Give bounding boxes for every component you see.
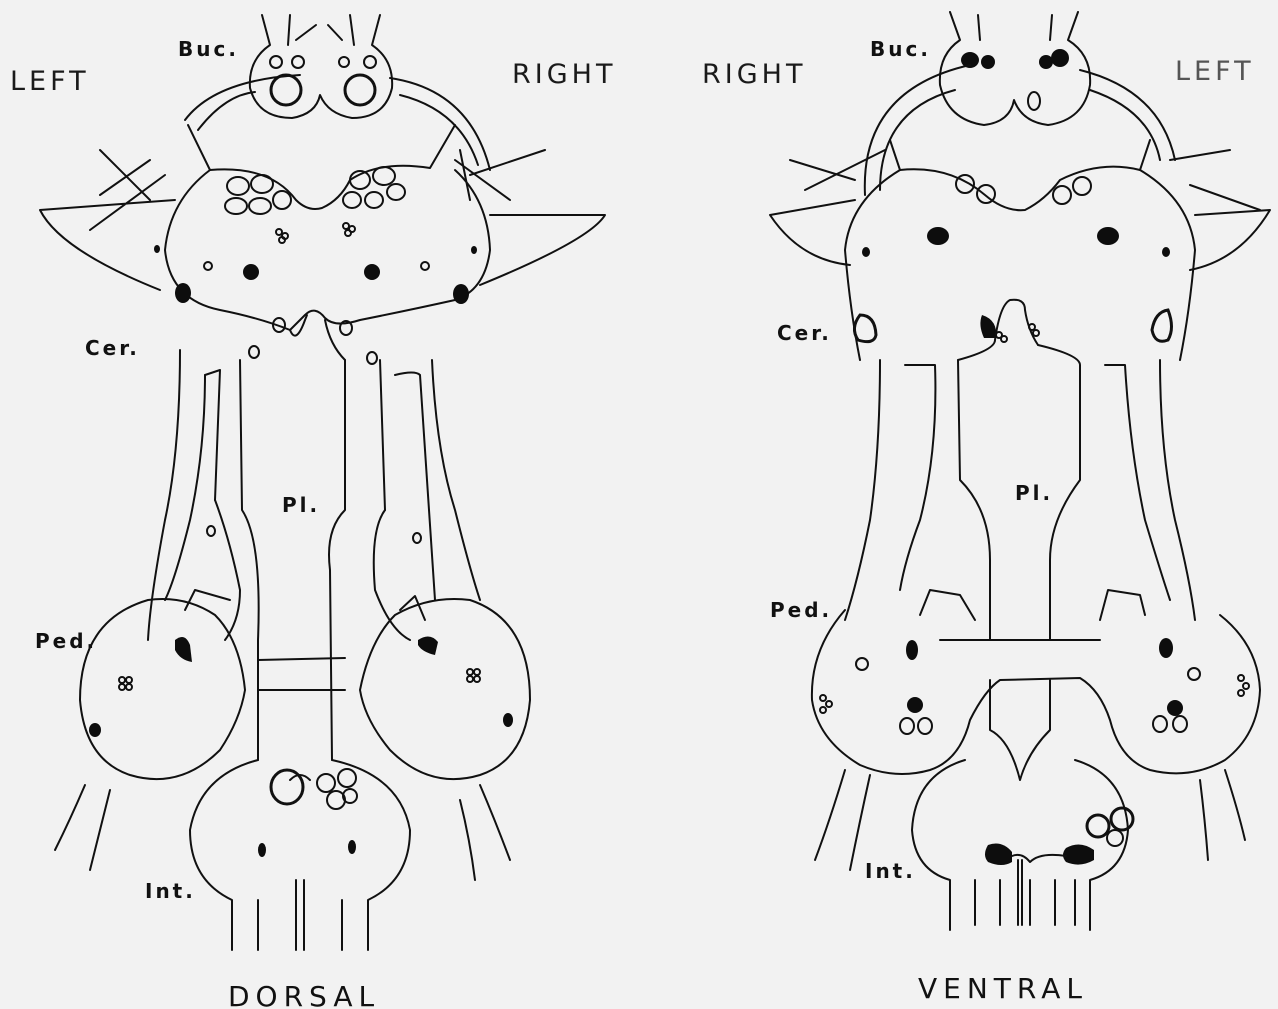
dorsal-buccal-ganglia	[250, 15, 392, 118]
ventral-pleural-label: Pl.	[1015, 481, 1053, 505]
ventral-pedal-label: Ped.	[770, 598, 832, 622]
dorsal-view: LEFT RIGHT Buc.	[10, 15, 616, 1009]
ventral-cerebral-ganglia	[770, 140, 1270, 360]
dorsal-left-label: LEFT	[10, 66, 90, 97]
dorsal-buccal-connective-left	[185, 75, 300, 120]
dorsal-title: DORSAL	[228, 980, 380, 1009]
ventral-cerebral-label: Cer.	[777, 321, 832, 345]
ventral-intestinal-label: Int.	[865, 859, 916, 883]
dorsal-pedal-label: Ped.	[35, 629, 97, 653]
ventral-view: RIGHT LEFT Buc.	[702, 12, 1270, 1005]
dorsal-cerebral-label: Cer.	[85, 336, 140, 360]
dorsal-intestinal-ganglion	[190, 760, 410, 950]
ventral-buccal-connective-right	[1080, 70, 1175, 160]
ventral-right-label: RIGHT	[702, 59, 806, 90]
ventral-intestinal-ganglion	[912, 680, 1133, 930]
dorsal-cerebral-ganglia	[40, 125, 605, 364]
ventral-buccal-label: Buc.	[870, 37, 931, 61]
dorsal-right-label: RIGHT	[512, 59, 616, 90]
dorsal-pedal-ganglia	[55, 590, 530, 880]
dorsal-buccal-label: Buc.	[178, 37, 239, 61]
dorsal-connectives	[148, 315, 480, 760]
ventral-buccal-ganglia	[940, 12, 1090, 125]
ventral-pedal-ganglia	[812, 610, 1260, 870]
dorsal-intestinal-label: Int.	[145, 879, 196, 903]
dorsal-pleural-label: Pl.	[282, 493, 320, 517]
ventral-title: VENTRAL	[918, 972, 1088, 1005]
ventral-left-label: LEFT	[1175, 56, 1255, 87]
